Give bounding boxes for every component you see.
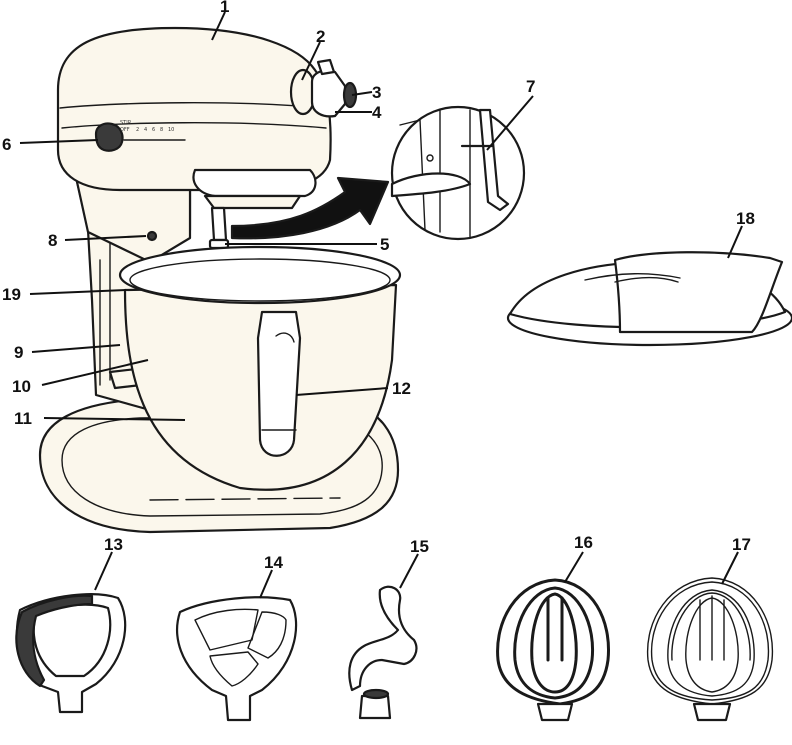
callout-13: 13 <box>104 535 123 554</box>
wire-whip <box>496 578 610 722</box>
callout-14: 14 <box>264 553 283 572</box>
dough-hook <box>348 585 418 720</box>
speed-mark-6: 6 <box>152 127 155 133</box>
callout-8: 8 <box>48 231 57 250</box>
callout-7: 7 <box>526 77 535 96</box>
speed-mark-4: 4 <box>144 127 147 133</box>
pouring-shield <box>506 251 792 347</box>
callout-16: 16 <box>574 533 593 552</box>
speed-scale-label-1: STIR <box>120 120 132 126</box>
callout-3: 3 <box>372 83 381 102</box>
callout-leader-lines <box>19 11 743 599</box>
callout-5: 5 <box>380 235 389 254</box>
elliptical-wire-whip <box>646 577 774 722</box>
callout-12: 12 <box>392 379 411 398</box>
callout-numbers: 1 2 3 4 5 6 7 8 9 10 11 12 13 14 15 16 1… <box>2 0 755 572</box>
detail-arrow <box>230 176 390 240</box>
callout-17: 17 <box>732 535 751 554</box>
callout-10: 10 <box>12 377 31 396</box>
callout-19: 19 <box>2 285 21 304</box>
flex-edge-beater <box>15 593 127 714</box>
bowl-lock-detail-inset <box>390 105 526 241</box>
callout-15: 15 <box>410 537 429 556</box>
callout-1: 1 <box>220 0 229 16</box>
speed-scale: STIR OFF 2 4 6 8 10 <box>120 120 174 133</box>
mixing-bowl <box>118 245 402 491</box>
flat-beater <box>176 596 298 722</box>
callout-9: 9 <box>14 343 23 362</box>
callout-11: 11 <box>14 409 32 428</box>
callout-6: 6 <box>2 135 11 154</box>
speed-mark-8: 8 <box>160 127 163 133</box>
callout-2: 2 <box>316 27 325 46</box>
speed-mark-2: 2 <box>136 127 139 133</box>
speed-mark-10: 10 <box>168 127 174 133</box>
callout-4: 4 <box>372 103 382 122</box>
motor-head: STIR OFF 2 4 6 8 10 <box>56 26 358 250</box>
callout-18: 18 <box>736 209 755 228</box>
speed-scale-label-2: OFF <box>120 127 130 133</box>
